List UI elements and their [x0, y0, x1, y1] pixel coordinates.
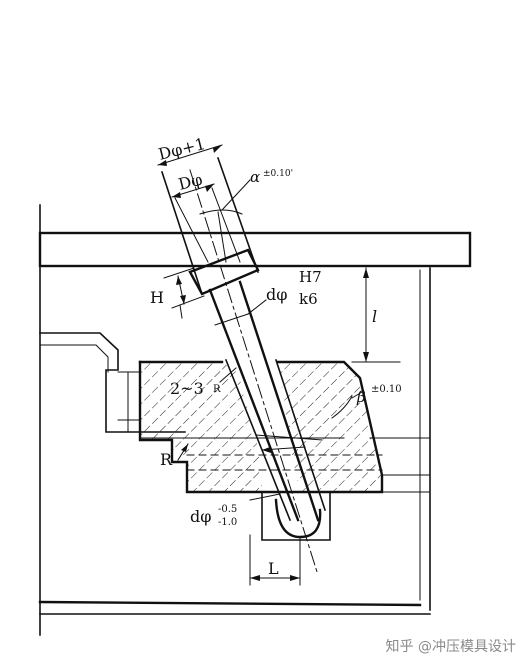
- label-l-bottom: L: [268, 559, 279, 578]
- cam-block: [138, 360, 431, 494]
- label-d-phi: Dφ: [176, 170, 204, 194]
- dimensions: [157, 144, 401, 586]
- bottom-pocket: [261, 491, 331, 541]
- label-beta-tolerance: ±0.10: [371, 384, 402, 395]
- label-small-d-phi-lower: dφ: [190, 507, 211, 526]
- drawing-labels: Dφ+1 Dφ α ±0.10' H dφ H7 k6 l 2~3 R β ±0…: [150, 134, 402, 578]
- watermark-text: 知乎 @冲压模具设计: [386, 638, 516, 655]
- label-radius-range-r: R: [213, 384, 221, 395]
- label-radius-range: 2~3: [170, 379, 204, 398]
- label-k6: k6: [299, 290, 318, 308]
- left-profile: [39, 332, 186, 433]
- label-beta: β: [356, 388, 366, 406]
- label-r-fillet: R: [160, 450, 173, 469]
- label-h: H: [150, 288, 164, 307]
- label-alpha: α: [250, 168, 260, 186]
- label-h7: H7: [299, 268, 322, 286]
- label-l-dimension: l: [372, 307, 377, 326]
- label-d-phi-plus-1: Dφ+1: [156, 134, 207, 164]
- label-tolerance-lower: -1.0: [218, 517, 237, 528]
- label-tolerance-upper: -0.5: [218, 504, 237, 515]
- label-small-d-phi: dφ: [266, 285, 287, 304]
- label-alpha-tolerance: ±0.10': [263, 169, 293, 179]
- die-frame: [38, 204, 431, 636]
